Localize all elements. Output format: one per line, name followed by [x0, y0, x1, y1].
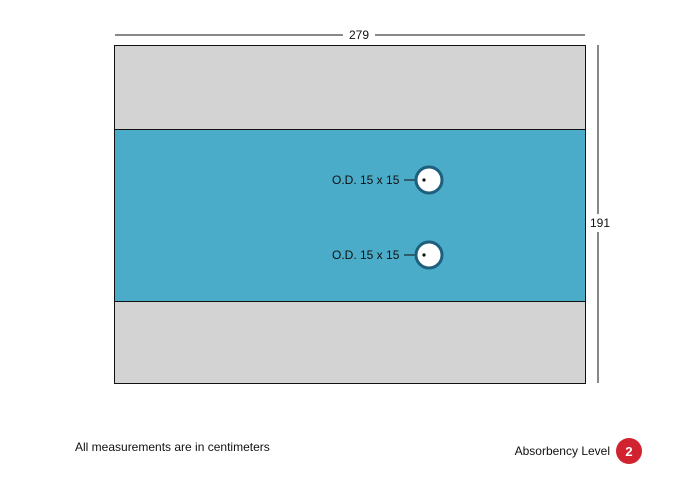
absorbency-label: Absorbency Level	[514, 444, 610, 458]
port-2-circle	[414, 240, 444, 270]
absorbent-band	[114, 129, 586, 302]
measurement-note: All measurements are in centimeters	[75, 440, 270, 454]
port-1-leader-dot	[422, 178, 426, 182]
port-2-label: O.D. 15 x 15	[332, 248, 400, 262]
port-2	[404, 240, 444, 270]
absorbency-badge: 2	[616, 438, 642, 464]
port-1	[404, 165, 444, 195]
width-dimension-label: 279	[343, 28, 376, 42]
height-dimension-label: 191	[590, 214, 611, 232]
port-2-leader-dot	[422, 253, 426, 257]
port-1-label: O.D. 15 x 15	[332, 173, 400, 187]
port-1-circle	[414, 165, 444, 195]
absorbency-level: Absorbency Level 2	[515, 438, 642, 464]
